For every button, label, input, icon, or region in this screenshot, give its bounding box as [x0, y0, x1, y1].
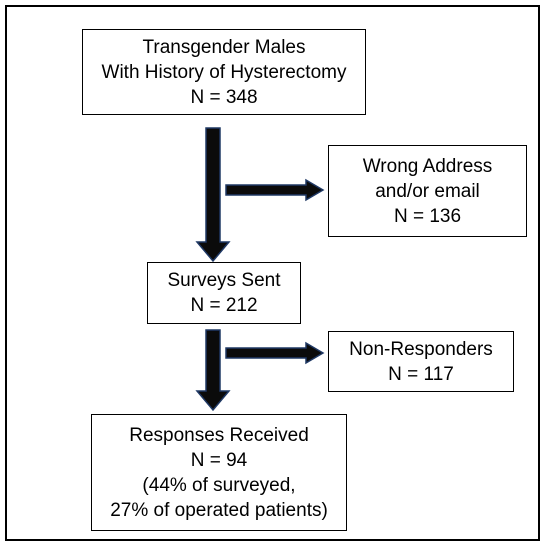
box-non-responders: Non-Responders N = 117 [328, 331, 514, 392]
arrow-right-excluded [225, 178, 325, 202]
surveys-sent-line-1: Surveys Sent [167, 270, 281, 291]
wrong-address-line-3: N = 136 [393, 205, 462, 227]
start-line-2: With History of Hysterectomy [101, 61, 347, 83]
surveys-sent-line-2: N = 212 [190, 295, 258, 316]
box-wrong-address: Wrong Address and/or email N = 136 [328, 145, 527, 237]
diagram-frame [5, 5, 540, 541]
arrow-down-responses [195, 329, 231, 412]
responses-line-1: Responses Received [129, 424, 309, 446]
responses-line-4: 27% of operated patients) [110, 499, 328, 521]
arrow-right-nonresponders [225, 341, 325, 365]
start-line-3: N = 348 [190, 86, 258, 108]
responses-line-3: (44% of surveyed, [142, 474, 296, 496]
non-responders-line-1: Non-Responders [349, 338, 493, 360]
non-responders-line-2: N = 117 [388, 363, 454, 385]
wrong-address-line-1: Wrong Address [362, 155, 493, 177]
responses-line-2: N = 94 [190, 449, 248, 471]
wrong-address-line-2: and/or email [375, 180, 480, 202]
start-line-1: Transgender Males [142, 36, 306, 58]
arrow-down-main [195, 127, 231, 263]
box-surveys-sent: Surveys Sent N = 212 [147, 262, 301, 324]
box-responses-received: Responses Received N = 94 (44% of survey… [91, 414, 347, 531]
box-start-population: Transgender Males With History of Hyster… [82, 29, 366, 115]
